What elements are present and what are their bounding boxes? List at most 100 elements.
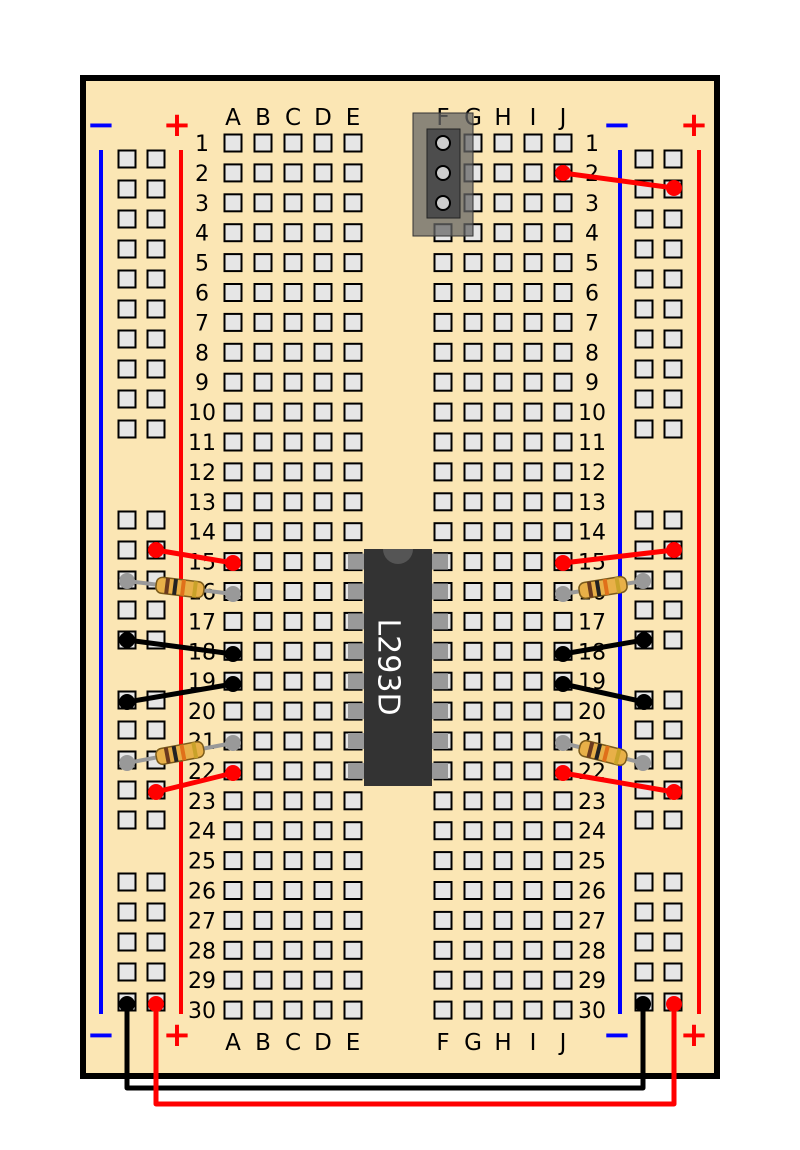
hole xyxy=(493,940,513,960)
rail-hole xyxy=(117,149,137,169)
hole xyxy=(283,791,303,811)
hole xyxy=(523,940,543,960)
hole xyxy=(253,372,273,392)
rail-hole xyxy=(634,810,654,830)
hole xyxy=(343,283,363,302)
hole xyxy=(223,312,243,332)
hole xyxy=(493,851,513,871)
hole xyxy=(463,761,483,781)
hole xyxy=(523,821,543,841)
hole xyxy=(313,283,333,302)
rail-hole xyxy=(117,359,137,379)
hole xyxy=(553,791,573,811)
rail-hole xyxy=(146,239,166,259)
hole xyxy=(493,133,513,153)
hole xyxy=(253,910,273,930)
hole xyxy=(223,970,243,990)
hole xyxy=(283,970,303,990)
hole xyxy=(493,791,513,811)
hole xyxy=(433,283,453,302)
resistor-band xyxy=(164,577,171,595)
rail-hole xyxy=(117,510,137,530)
chip-notch xyxy=(383,549,413,564)
hole xyxy=(343,312,363,332)
hole xyxy=(493,761,513,781)
rail-hole xyxy=(117,962,137,982)
hole xyxy=(223,462,243,482)
row-label: 7 xyxy=(195,311,209,336)
rail-hole xyxy=(117,902,137,922)
row-label: 14 xyxy=(578,521,606,546)
chip-pin xyxy=(348,762,364,779)
row-label: 8 xyxy=(195,341,209,366)
rail-hole xyxy=(663,389,683,409)
hole xyxy=(253,133,273,153)
rail-hole xyxy=(117,932,137,952)
hole xyxy=(283,522,303,542)
hole xyxy=(283,193,303,213)
hole xyxy=(223,881,243,900)
hole xyxy=(343,492,363,512)
hole xyxy=(313,791,333,811)
hole xyxy=(253,492,273,512)
hole xyxy=(523,611,543,631)
rail-hole xyxy=(117,179,137,199)
row-label: 14 xyxy=(188,521,216,546)
hole xyxy=(223,851,243,871)
hole xyxy=(313,671,333,691)
hole xyxy=(553,821,573,841)
hole xyxy=(523,791,543,811)
hole xyxy=(223,193,243,213)
row-label: 30 xyxy=(578,999,606,1024)
black-power-wire xyxy=(124,1004,646,1091)
rail-hole xyxy=(663,570,683,590)
hole xyxy=(493,223,513,243)
column-label: B xyxy=(255,105,271,131)
hole xyxy=(493,193,513,213)
rail-hole xyxy=(663,209,683,229)
column-label: I xyxy=(530,105,537,131)
resistor-band xyxy=(602,745,610,762)
row-label: 5 xyxy=(195,252,209,277)
red-wire-end xyxy=(148,542,164,558)
hole xyxy=(553,940,573,960)
resistor-band xyxy=(171,745,179,763)
black-wire-end xyxy=(119,694,135,710)
rail-hole xyxy=(663,239,683,259)
plus-rail-symbol: + xyxy=(680,1015,709,1055)
hole xyxy=(343,522,363,542)
resistor-body xyxy=(155,576,205,599)
red-wire-end xyxy=(555,165,571,181)
hole xyxy=(253,283,273,302)
hole xyxy=(253,1000,273,1020)
rail-hole xyxy=(146,962,166,982)
hole xyxy=(523,851,543,871)
resistor-lead-end xyxy=(635,755,651,771)
hole xyxy=(313,940,333,960)
hole xyxy=(253,552,273,572)
red-wire-end xyxy=(555,555,571,571)
chip-pin xyxy=(432,673,448,690)
hole xyxy=(553,881,573,900)
hole xyxy=(433,312,453,332)
hole xyxy=(313,552,333,572)
chip-pin xyxy=(348,703,364,720)
resistor-lead-end xyxy=(225,735,241,751)
rail-hole xyxy=(117,780,137,800)
hole xyxy=(283,312,303,332)
hole xyxy=(493,701,513,721)
hole xyxy=(523,522,543,542)
hole xyxy=(463,1000,483,1020)
row-label: 6 xyxy=(195,282,209,307)
row-label: 17 xyxy=(578,610,606,635)
red-wire-end xyxy=(555,765,571,781)
column-label: J xyxy=(558,105,567,131)
row-label: 20 xyxy=(578,700,606,725)
red-wire xyxy=(560,547,677,566)
rail-hole xyxy=(634,962,654,982)
hole xyxy=(493,611,513,631)
header-pin xyxy=(435,195,451,211)
rail-hole xyxy=(634,299,654,319)
chip-pin xyxy=(432,583,448,600)
hole xyxy=(283,402,303,422)
